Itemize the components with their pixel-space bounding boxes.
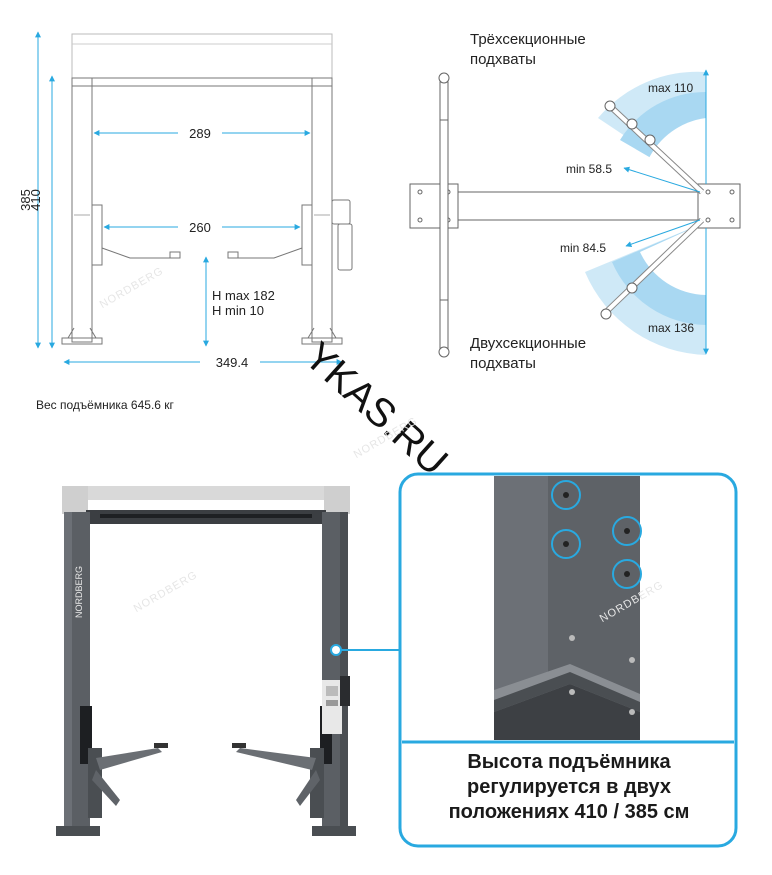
top-view-labels: Трёхсекционные подхваты Двухсекционные п… <box>470 31 694 372</box>
dim-hmax: H max 182 <box>212 288 275 303</box>
top-view-drawing <box>409 72 741 358</box>
front-view-drawing <box>61 33 353 345</box>
label-min-58: min 58.5 <box>566 162 612 176</box>
caption-line-2: регулируется в двух <box>467 776 671 798</box>
dim-hmin: H min 10 <box>212 303 264 318</box>
dim-260: 260 <box>189 220 211 235</box>
label-three-section-1: Трёхсекционные <box>470 31 586 48</box>
height-caption: Высота подъёмника регулируется в двух по… <box>404 750 734 825</box>
watermark-ykas: YKAS.RU <box>296 334 456 484</box>
label-three-section-2: подхваты <box>470 51 536 68</box>
top-view-zones <box>585 71 706 355</box>
top-view-dimensions <box>623 69 709 355</box>
caption-line-3: положениях 410 / 385 см <box>448 801 690 823</box>
label-max-110: max 110 <box>648 81 693 95</box>
caption-line-1: Высота подъёмника <box>467 751 671 773</box>
column-brand: NORDBERG <box>74 566 84 618</box>
label-max-136: max 136 <box>648 321 694 335</box>
front-dimension-labels: 289 260 349.4 H max 182 H min 10 410 385 <box>18 125 275 370</box>
label-two-section-1: Двухсекционные <box>470 335 586 352</box>
front-dimensions <box>35 31 343 365</box>
dim-349: 349.4 <box>216 355 249 370</box>
label-min-84: min 84.5 <box>560 241 606 255</box>
dim-289: 289 <box>189 126 211 141</box>
lift-weight-text: Вес подъёмника 645.6 кг <box>36 398 174 412</box>
callout-box <box>398 472 738 848</box>
callout-connector <box>330 644 400 656</box>
dim-385: 385 <box>18 189 33 211</box>
lift-photo: NORDBERG <box>56 486 356 836</box>
dim-410: 410 <box>28 189 43 211</box>
label-two-section-2: подхваты <box>470 355 536 372</box>
